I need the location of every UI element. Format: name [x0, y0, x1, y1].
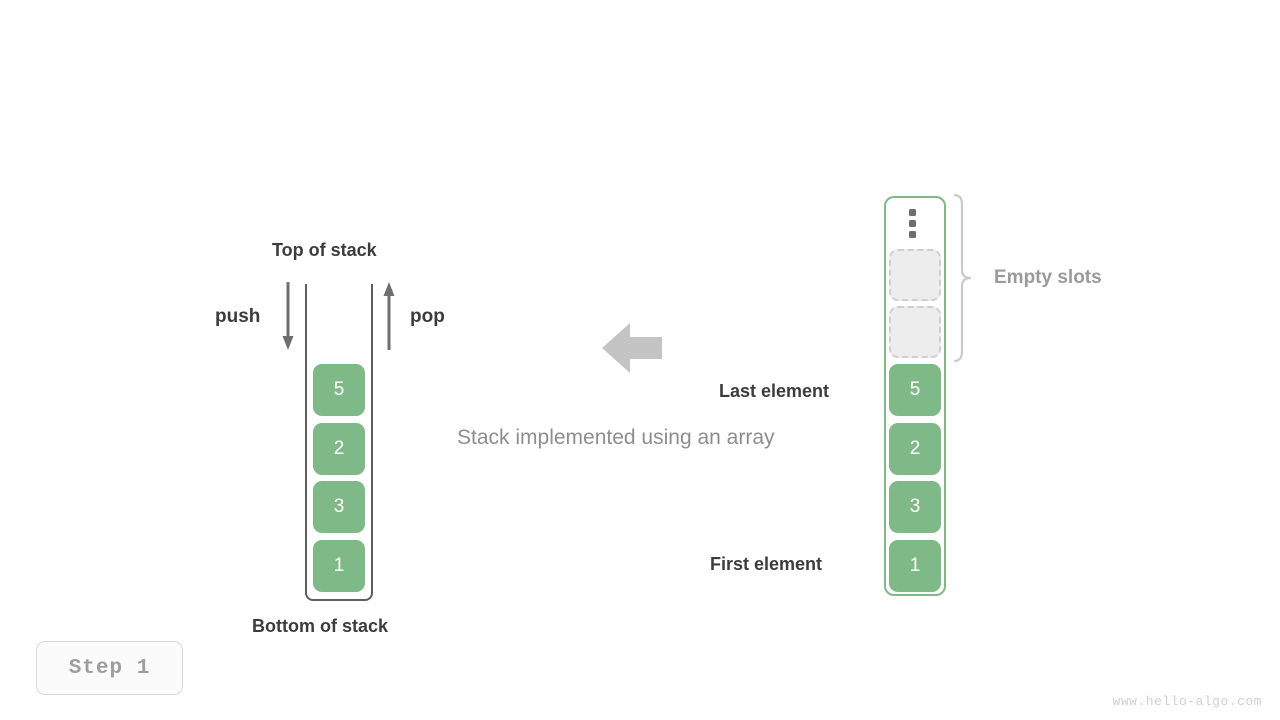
- empty-slots-label: Empty slots: [994, 267, 1102, 288]
- stack-cell: 5: [313, 364, 365, 416]
- empty-slot: [889, 306, 941, 358]
- empty-slot: [889, 249, 941, 301]
- step-badge: Step 1: [36, 641, 183, 695]
- bottom-of-stack-label: Bottom of stack: [252, 616, 389, 636]
- first-element-label: First element: [710, 554, 823, 574]
- empty-slots-brace-icon: [953, 193, 972, 363]
- top-of-stack-label: Top of stack: [272, 240, 377, 260]
- vertical-ellipsis-icon: [909, 209, 919, 239]
- array-cell: 2: [889, 423, 941, 475]
- left-pointing-arrow-icon: [602, 323, 662, 373]
- step-badge-label: Step 1: [68, 656, 151, 680]
- array-cell: 3: [889, 481, 941, 533]
- stack-cell: 3: [313, 481, 365, 533]
- pop-label: pop: [410, 306, 445, 327]
- last-element-label: Last element: [719, 381, 830, 401]
- stack-cell: 2: [313, 423, 365, 475]
- stack-cell: 1: [313, 540, 365, 592]
- stack-diagram: Top of stack push pop 5 2 3 1 Bottom of …: [0, 0, 560, 720]
- push-arrow-icon: [282, 282, 294, 350]
- pop-arrow-icon: [383, 282, 395, 350]
- array-cell: 5: [889, 364, 941, 416]
- watermark: www.hello-algo.com: [1112, 694, 1262, 709]
- diagram-caption: Stack implemented using an array: [457, 426, 775, 449]
- array-cell: 1: [889, 540, 941, 592]
- push-label: push: [215, 306, 261, 327]
- stack-container: [305, 284, 373, 601]
